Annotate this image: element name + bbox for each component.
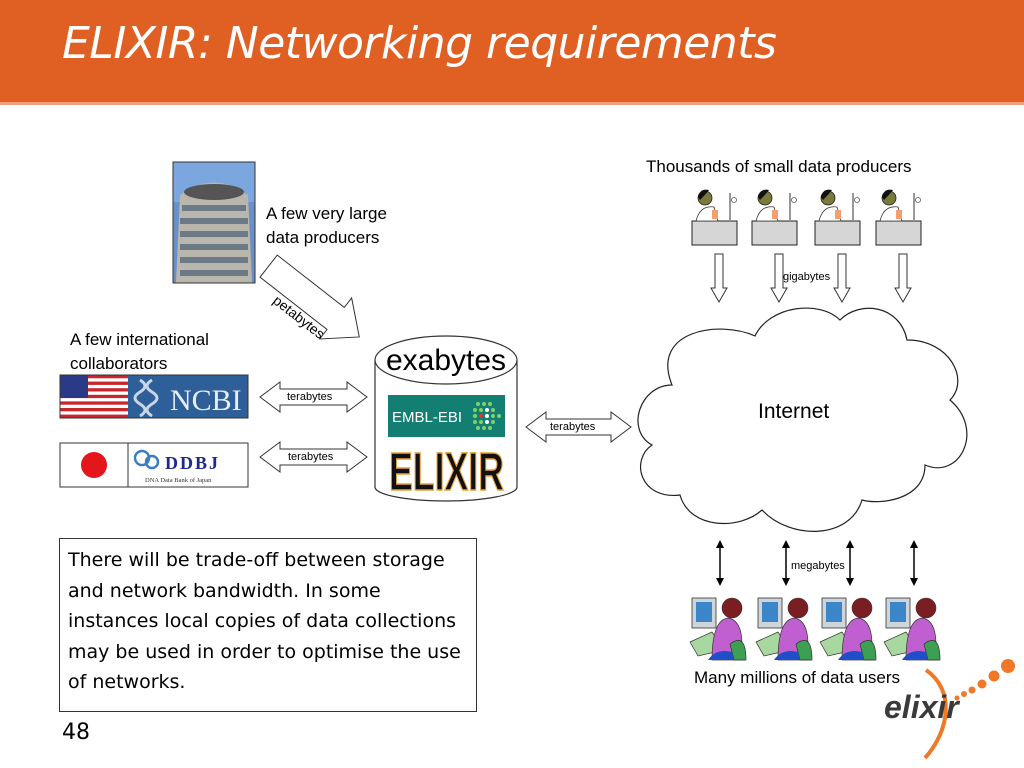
usa-flag bbox=[60, 375, 88, 398]
petabytes-arrow bbox=[259, 254, 360, 340]
megabytes-double-arrow bbox=[910, 540, 918, 586]
lab-scientist-icon bbox=[691, 189, 738, 246]
lab-scientist-icon bbox=[751, 189, 798, 246]
megabytes-double-arrow bbox=[846, 540, 854, 586]
building-photo bbox=[172, 161, 256, 284]
computer-user-icon bbox=[883, 597, 941, 661]
svg-text:EMBL-EBI: EMBL-EBI bbox=[392, 409, 462, 426]
ddbj-link-label: terabytes bbox=[288, 451, 334, 463]
gigabytes-down-arrow bbox=[833, 253, 851, 304]
svg-text:ELIXIR: ELIXIR bbox=[389, 442, 504, 502]
internet-link-label: terabytes bbox=[550, 421, 596, 433]
computer-user-icon bbox=[819, 597, 877, 661]
ddbj-link-arrow bbox=[259, 441, 368, 473]
gigabytes-down-arrow bbox=[770, 253, 788, 304]
computer-user-icon bbox=[755, 597, 813, 661]
slide-title: ELIXIR: Networking requirements bbox=[62, 18, 777, 69]
elixir-corner-logo: elixir bbox=[884, 659, 1015, 760]
internet-label: Internet bbox=[758, 400, 830, 423]
svg-text:DDBJ: DDBJ bbox=[165, 453, 220, 473]
ncbi-logo: NCBI bbox=[59, 374, 249, 419]
elixir-logo-text: elixir bbox=[884, 689, 960, 725]
tradeoff-note: There will be trade-off between storage … bbox=[59, 538, 477, 712]
ncbi-link-label: terabytes bbox=[287, 391, 333, 403]
collaborators-label-line1: A few international bbox=[70, 330, 209, 349]
users-label: Many millions of data users bbox=[694, 668, 900, 687]
elixir-wordmark: ELIXIR bbox=[388, 441, 505, 503]
gigabytes-label: gigabytes bbox=[783, 271, 831, 283]
megabytes-double-arrow bbox=[782, 540, 790, 586]
large-producers-label-line1: A few very large bbox=[266, 204, 387, 223]
megabytes-double-arrow bbox=[716, 540, 724, 586]
internet-link-arrow bbox=[525, 411, 632, 443]
lab-scientist-icon bbox=[875, 189, 922, 246]
page-number: 48 bbox=[62, 720, 90, 745]
ddbj-logo: DDBJ DNA Data Bank of Japan bbox=[59, 442, 249, 488]
collaborators-label-line2: collaborators bbox=[70, 354, 168, 373]
large-producers-label: A few very large data producers bbox=[266, 202, 387, 250]
lab-scientist-icon bbox=[814, 189, 861, 246]
embl-ebi-logo: EMBL-EBI bbox=[388, 395, 505, 437]
japan-flag bbox=[81, 452, 107, 478]
exabytes-label: exabytes bbox=[385, 344, 507, 377]
internet-cloud bbox=[637, 307, 968, 532]
svg-text:DNA Data Bank of Japan: DNA Data Bank of Japan bbox=[145, 477, 212, 484]
gigabytes-down-arrow bbox=[710, 253, 728, 304]
computer-user-icon bbox=[689, 597, 747, 661]
small-producers-label: Thousands of small data producers bbox=[646, 157, 912, 176]
svg-text:NCBI: NCBI bbox=[170, 384, 242, 417]
large-producers-label-line2: data producers bbox=[266, 228, 380, 247]
gigabytes-down-arrow bbox=[894, 253, 912, 304]
ncbi-link-arrow bbox=[259, 381, 368, 413]
megabytes-label: megabytes bbox=[791, 560, 845, 572]
collaborators-label: A few international collaborators bbox=[70, 328, 209, 376]
title-bar: ELIXIR: Networking requirements bbox=[0, 0, 1024, 105]
